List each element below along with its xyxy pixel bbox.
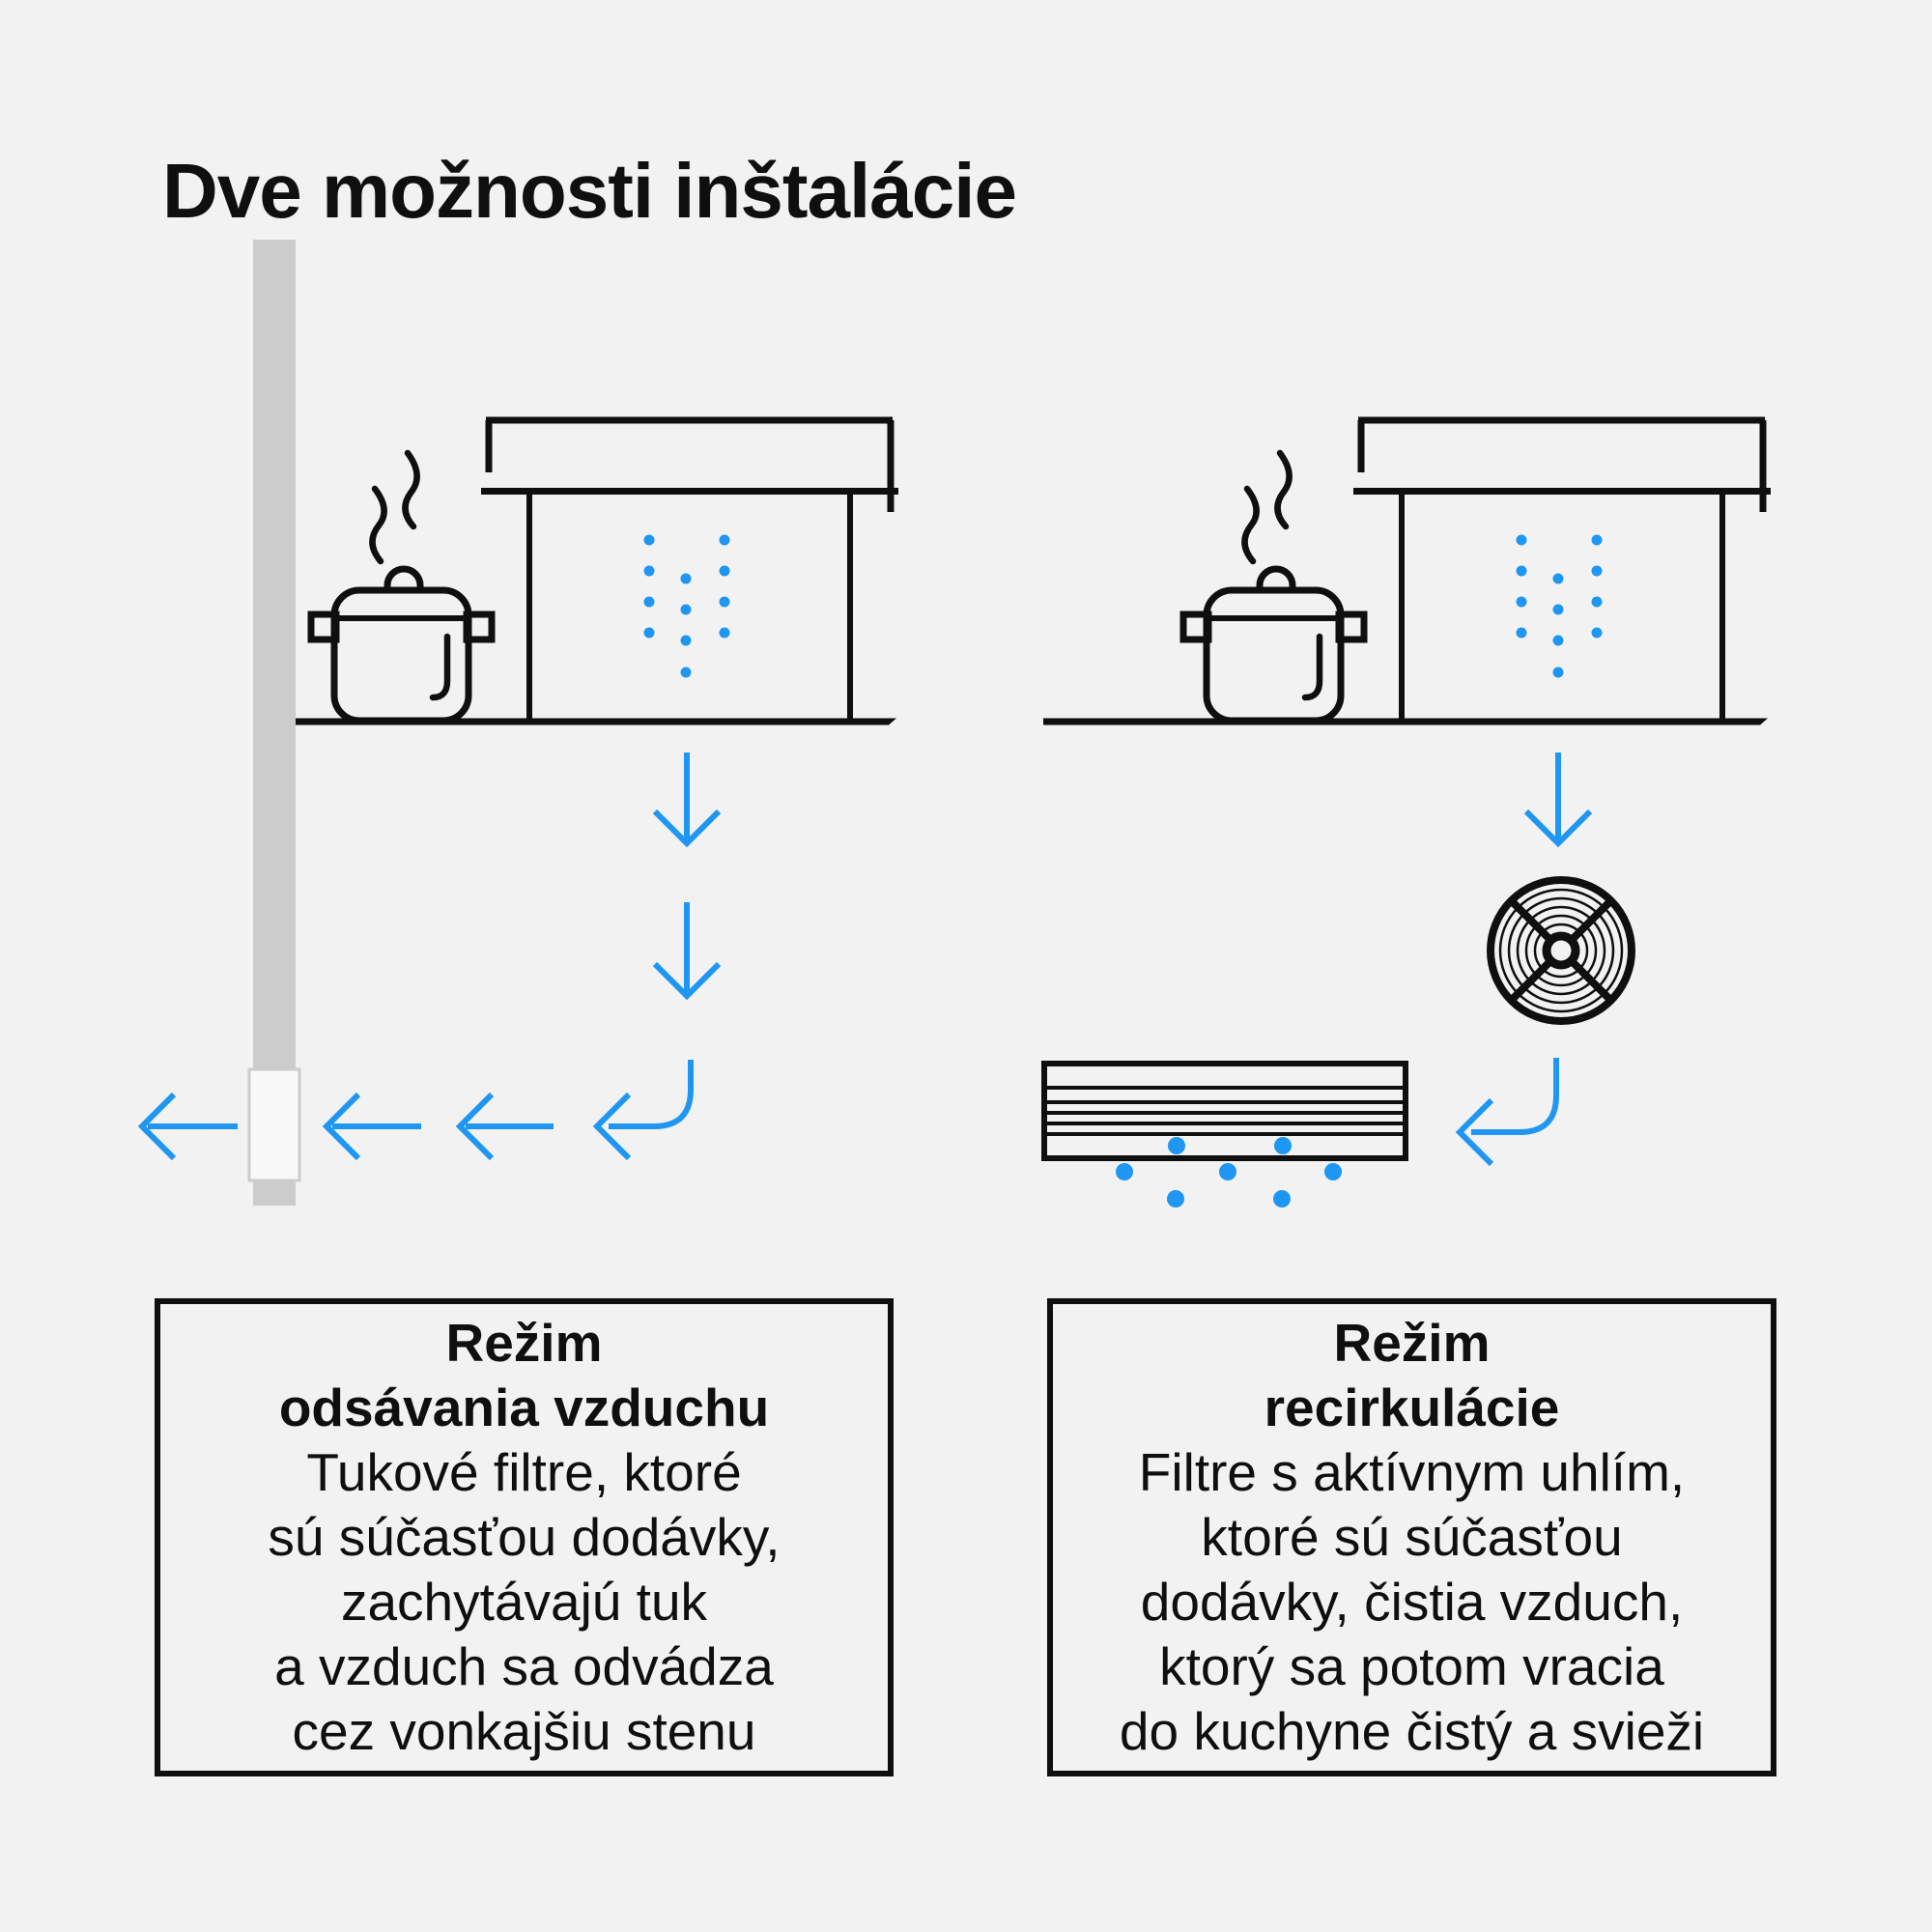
counter-line: [1043, 718, 1768, 725]
elbow-arrow-icon: [592, 1060, 694, 1161]
caption-text-line: ktoré sú súčasťou: [1201, 1507, 1623, 1567]
left-arrow-icon: [137, 1092, 238, 1161]
caption-text-line: Filtre s aktívnym uhlím,: [1138, 1442, 1686, 1502]
pot-icon: [1179, 565, 1368, 724]
right-option-diagram: [1041, 416, 1771, 1208]
caption-text-line: a vzduch sa odvádza: [274, 1636, 774, 1696]
exhaust-mode-caption-box: Režim odsávania vzduchu Tukové filtre, k…: [155, 1298, 894, 1776]
caption-text-line: Tukové filtre, ktoré: [306, 1442, 742, 1502]
airflow-dots-icon: [643, 534, 730, 678]
page-title: Dve možnosti inštalácie: [162, 148, 1017, 234]
wall-icon: [253, 240, 296, 1206]
pot-icon: [307, 565, 496, 724]
caption-title-line: recirkulácie: [1264, 1378, 1560, 1437]
caption-title-line: Režim: [445, 1313, 603, 1373]
steam-icon: [1241, 449, 1293, 565]
hood-icon: [1353, 416, 1771, 720]
caption-text-line: zachytávajú tuk: [340, 1572, 708, 1632]
caption-text-line: sú súčasťou dodávky,: [268, 1507, 781, 1567]
fan-icon: [1487, 876, 1635, 1025]
caption-text-line: ktorý sa potom vracia: [1159, 1636, 1664, 1696]
recirculation-mode-caption-box: Režim recirkulácie Filtre s aktívnym uhl…: [1047, 1298, 1776, 1776]
caption-text-line: do kuchyne čistý a svieži: [1119, 1701, 1705, 1761]
down-arrow-icon: [652, 753, 722, 848]
wall-duct-icon: [247, 1067, 301, 1182]
airflow-dots-icon: [1516, 534, 1603, 678]
caption-text-line: cez vonkajšiu stenu: [292, 1701, 756, 1761]
counter-line: [296, 718, 896, 725]
caption-title-line: odsávania vzduchu: [278, 1378, 770, 1437]
recirculation-airflow-arrows: [1455, 753, 1593, 1167]
elbow-arrow-icon: [1455, 1058, 1559, 1167]
down-arrow-icon: [652, 902, 722, 1001]
exhaust-airflow-arrows: [137, 753, 722, 1161]
left-option-diagram: [137, 240, 898, 1206]
down-arrow-icon: [1523, 753, 1593, 848]
left-arrow-icon: [322, 1092, 421, 1161]
clean-air-dots-icon: [1116, 1137, 1342, 1208]
steam-icon: [369, 449, 420, 565]
left-arrow-icon: [455, 1092, 554, 1161]
hood-icon: [481, 416, 898, 720]
charcoal-filter-icon: [1041, 1061, 1408, 1161]
caption-title-line: Režim: [1333, 1313, 1491, 1373]
caption-text-line: dodávky, čistia vzduch,: [1140, 1572, 1684, 1632]
